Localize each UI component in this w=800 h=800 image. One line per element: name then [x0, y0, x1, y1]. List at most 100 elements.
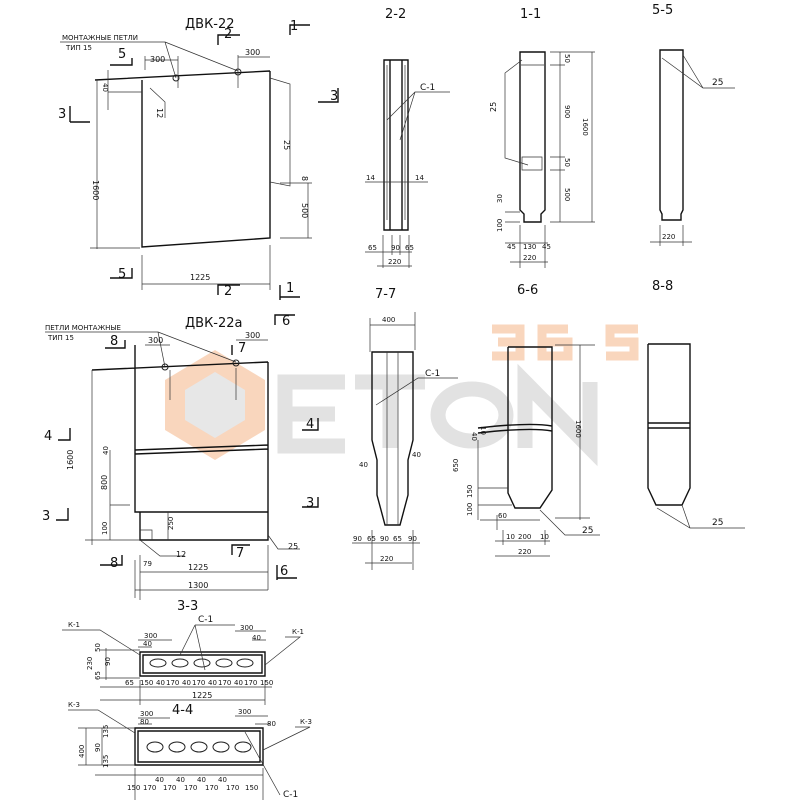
dimension-label: 1600: [581, 118, 589, 136]
dimension-label: 40: [182, 679, 191, 687]
section-title: 7-7: [375, 287, 396, 302]
watermark-eton: [277, 363, 598, 467]
dimension-label: 150: [466, 485, 474, 498]
rebar-label: С-1: [198, 615, 213, 625]
dimension-label: 130: [523, 243, 536, 251]
section-mark: 1: [290, 19, 298, 34]
section-mark: 3: [42, 509, 50, 524]
dimension-label: 40: [143, 640, 152, 648]
dimension-label: 50: [563, 158, 571, 167]
section-8-8: 8-8 25: [647, 279, 745, 529]
dimension-label: 1225: [192, 691, 212, 700]
dimension-label: 65: [125, 679, 134, 687]
dimension-label: 500: [563, 188, 571, 201]
dimension-label: 90: [391, 244, 400, 252]
dimension-label: 10: [540, 533, 549, 541]
dimension-label: 40: [197, 776, 206, 784]
dimension-label: 300: [150, 55, 165, 64]
dimension-label: 170: [205, 784, 218, 792]
dimension-label: 400: [78, 745, 86, 758]
section-7-7: 7-7 400 С-1 40 40 90 65 90 65 90 220: [352, 287, 458, 570]
dimension-label: 170: [218, 679, 231, 687]
section-mark: 6: [280, 564, 288, 579]
dimension-label: 14: [366, 174, 375, 182]
section-mark: 5: [118, 47, 126, 62]
section-mark: 7: [236, 546, 244, 561]
dimension-label: 1225: [190, 273, 210, 282]
dimension-label: 150: [260, 679, 273, 687]
section-mark: 8: [110, 334, 118, 349]
section-mark: 4: [306, 417, 314, 432]
dimension-label: 12: [155, 108, 164, 118]
dimension-label: 650: [452, 459, 460, 472]
section-mark: 2: [224, 284, 232, 299]
dimension-label: 40: [208, 679, 217, 687]
dimension-label: 230: [86, 657, 94, 670]
dimension-label: 40: [218, 776, 227, 784]
dimension-label: 50: [563, 54, 571, 63]
dimension-label: 250: [167, 517, 175, 530]
dimension-label: 300: [140, 710, 153, 718]
dimension-label: 25: [712, 518, 723, 528]
dimension-label: 100: [496, 219, 504, 232]
dimension-label: 220: [380, 555, 393, 563]
dimension-row: 150 170 40 170 40 170 40 170 40 170 150: [127, 776, 258, 792]
dimension-label: 45: [507, 243, 516, 251]
dimension-label: 100: [466, 503, 474, 516]
dimension-label: 900: [563, 105, 571, 118]
leader-label: ПЕТЛИ МОНТАЖНЫЕ: [45, 324, 121, 332]
section-title: 5-5: [652, 3, 673, 18]
dvk22a-elevation: ДВК-22а ПЕТЛИ МОНТАЖНЫЕ ТИП 15 300 300 1…: [42, 314, 319, 600]
dimension-label: 25: [582, 526, 593, 536]
section-mark: 2: [224, 27, 232, 42]
dimension-label: 60: [498, 512, 507, 520]
dimension-label: 90: [104, 657, 112, 666]
dimension-label: 12: [176, 550, 186, 559]
section-mark: 4: [44, 429, 52, 444]
dimension-label: 1300: [188, 581, 208, 590]
dimension-label: 80: [267, 720, 276, 728]
dimension-label: 45: [542, 243, 551, 251]
leader-label: ТИП 15: [47, 334, 74, 342]
rebar-label: С-1: [283, 790, 298, 800]
dimension-label: 170: [163, 784, 176, 792]
section-title: 1-1: [520, 7, 541, 22]
dimension-label: 170: [192, 679, 205, 687]
dimension-label: 90: [408, 535, 417, 543]
section-mark: 3: [306, 496, 314, 511]
section-2-2: 2-2 С-1 14 14 65 90 65 220: [365, 7, 450, 268]
watermark-365: [492, 324, 639, 361]
dimension-label: 170: [184, 784, 197, 792]
dimension-label: 150: [127, 784, 140, 792]
dimension-label: 300: [238, 708, 251, 716]
dimension-label: 220: [518, 548, 531, 556]
dimension-label: 1600: [574, 420, 582, 438]
dimension-label: 220: [388, 258, 401, 266]
dimension-label: 40: [156, 679, 165, 687]
dimension-label: 25: [288, 542, 298, 551]
dimension-label: 300: [240, 624, 253, 632]
dimension-label: 65: [368, 244, 377, 252]
dimension-label: 200: [518, 533, 531, 541]
section-title: 8-8: [652, 279, 673, 294]
dimension-label: 400: [382, 316, 395, 324]
section-mark: 6: [282, 314, 290, 329]
drawing-title: ДВК-22: [185, 17, 235, 32]
frame-label: К-3: [300, 718, 312, 726]
dimension-label: 220: [523, 254, 536, 262]
dimension-label: 79: [143, 560, 152, 568]
frame-label: К-1: [292, 628, 304, 636]
dimension-label: 80: [140, 718, 149, 726]
drawing-title: ДВК-22а: [185, 316, 243, 331]
section-title: 4-4: [172, 703, 193, 718]
dimension-label: 25: [489, 102, 498, 112]
dimension-label: 100: [101, 522, 109, 535]
dimension-label: 170: [143, 784, 156, 792]
section-mark: 7: [238, 341, 246, 356]
dimension-label: 500: [300, 203, 309, 218]
dimension-label: 300: [245, 48, 260, 57]
section-title: 2-2: [385, 7, 406, 22]
dimension-label: 300: [245, 331, 260, 340]
dimension-label: 170: [226, 784, 239, 792]
